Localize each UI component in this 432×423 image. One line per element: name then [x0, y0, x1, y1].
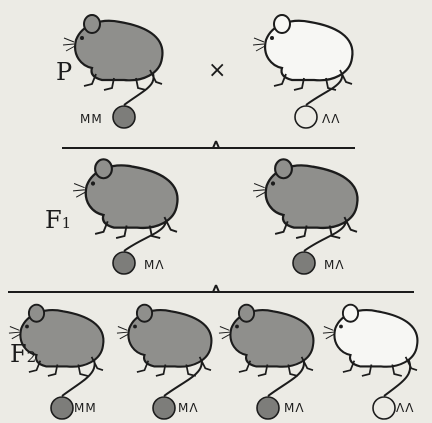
mouse-p-right [253, 15, 352, 90]
mouse-p-right-genotype-dot [295, 106, 317, 128]
genotype-label-p-right: ΛΛ [322, 112, 340, 126]
mouse-f1-right-genotype-dot [293, 252, 315, 274]
f2-label: F2 [10, 340, 36, 368]
genotype-label-f2-3: MΛ [284, 401, 305, 415]
mouse-f1-right [253, 159, 357, 238]
mouse-f2-2-genotype-dot [153, 397, 175, 419]
mouse-f2-1-genotype-dot [51, 397, 73, 419]
mouse-f2-4-genotype-dot [373, 397, 395, 419]
genotype-label-f1-left: MΛ [144, 258, 165, 272]
mouse-f1-left-genotype-dot [113, 252, 135, 274]
mouse-f2-2 [117, 305, 211, 376]
genotype-label-f2-1: MM [74, 401, 97, 415]
divider-line-f1-f2 [8, 285, 414, 292]
mouse-p-left [63, 15, 162, 90]
mouse-p-left-genotype-dot [113, 106, 135, 128]
mouse-f1-left [73, 159, 177, 238]
f1-label: F1 [45, 206, 71, 234]
genotype-label-p-left: MM [80, 112, 103, 126]
divider-line-p-f1 [62, 141, 355, 148]
genotype-label-f2-2: MΛ [178, 401, 199, 415]
genotype-label-f1-right: MΛ [324, 258, 345, 272]
genotype-label-f2-4: ΛΛ [396, 401, 414, 415]
mouse-f2-4 [323, 305, 417, 376]
mouse-f2-3-genotype-dot [257, 397, 279, 419]
cross-symbol: × [208, 58, 226, 83]
parent-label: P [56, 58, 72, 86]
mouse-f2-3 [219, 305, 313, 376]
